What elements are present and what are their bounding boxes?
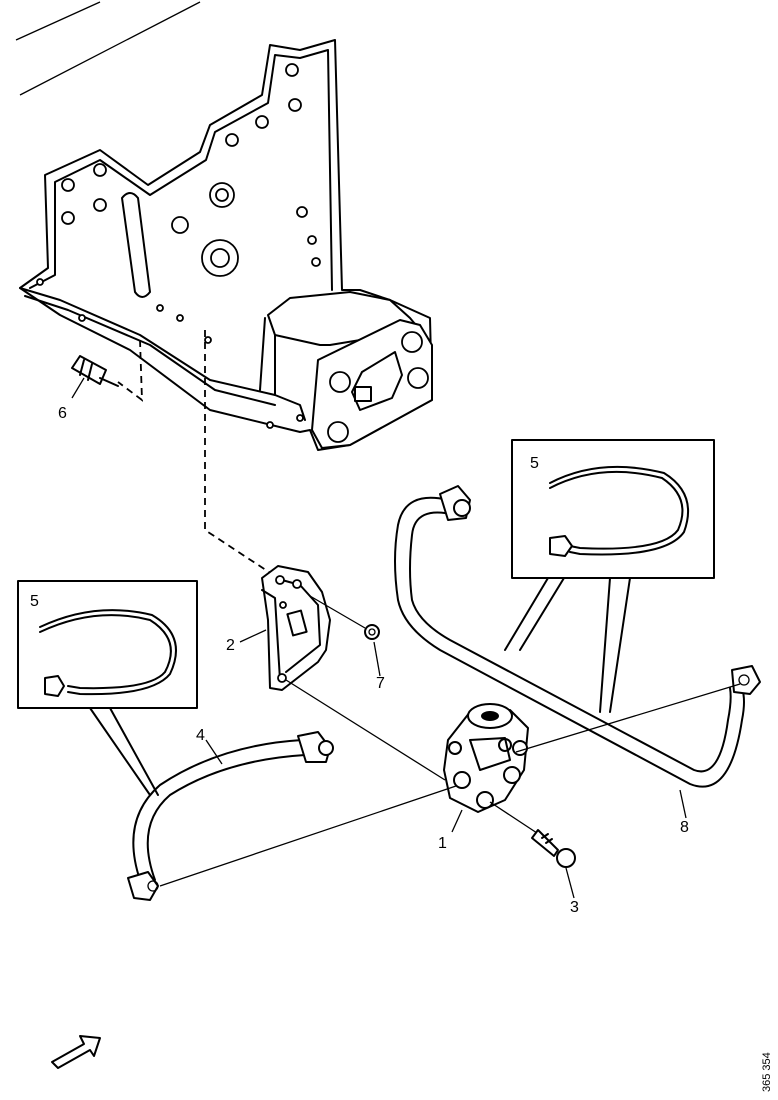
callout-6: 6 [58, 405, 67, 422]
bolt-part-3 [489, 801, 576, 868]
forward-arrow-icon [51, 1035, 101, 1069]
callout-8: 8 [680, 819, 689, 836]
callout-labels: 1 2 3 4 5 5 6 7 8 [30, 405, 689, 916]
valve-bracket-part-2 [261, 565, 446, 781]
detail-box-left [17, 580, 198, 796]
nut-part-7 [364, 624, 380, 640]
chassis-frame-bracket [19, 39, 433, 451]
drawing-reference-number: 365 354 [761, 1052, 773, 1092]
callout-4: 4 [196, 727, 205, 744]
callout-5-left: 5 [30, 593, 39, 610]
callout-1: 1 [438, 835, 447, 852]
callout-2: 2 [226, 637, 235, 654]
background-perspective-lines [15, 1, 201, 96]
callout-leaders [71, 377, 687, 899]
assembly-guide-lines [117, 330, 279, 579]
hose-part-4 [127, 731, 457, 901]
valve-part-1 [443, 703, 529, 813]
callout-3: 3 [570, 899, 579, 916]
callout-5-right: 5 [530, 455, 539, 472]
pipe-part-8 [394, 485, 761, 788]
detail-box-right [504, 439, 715, 713]
callout-7: 7 [376, 675, 385, 692]
bolt-part-6 [71, 355, 119, 387]
